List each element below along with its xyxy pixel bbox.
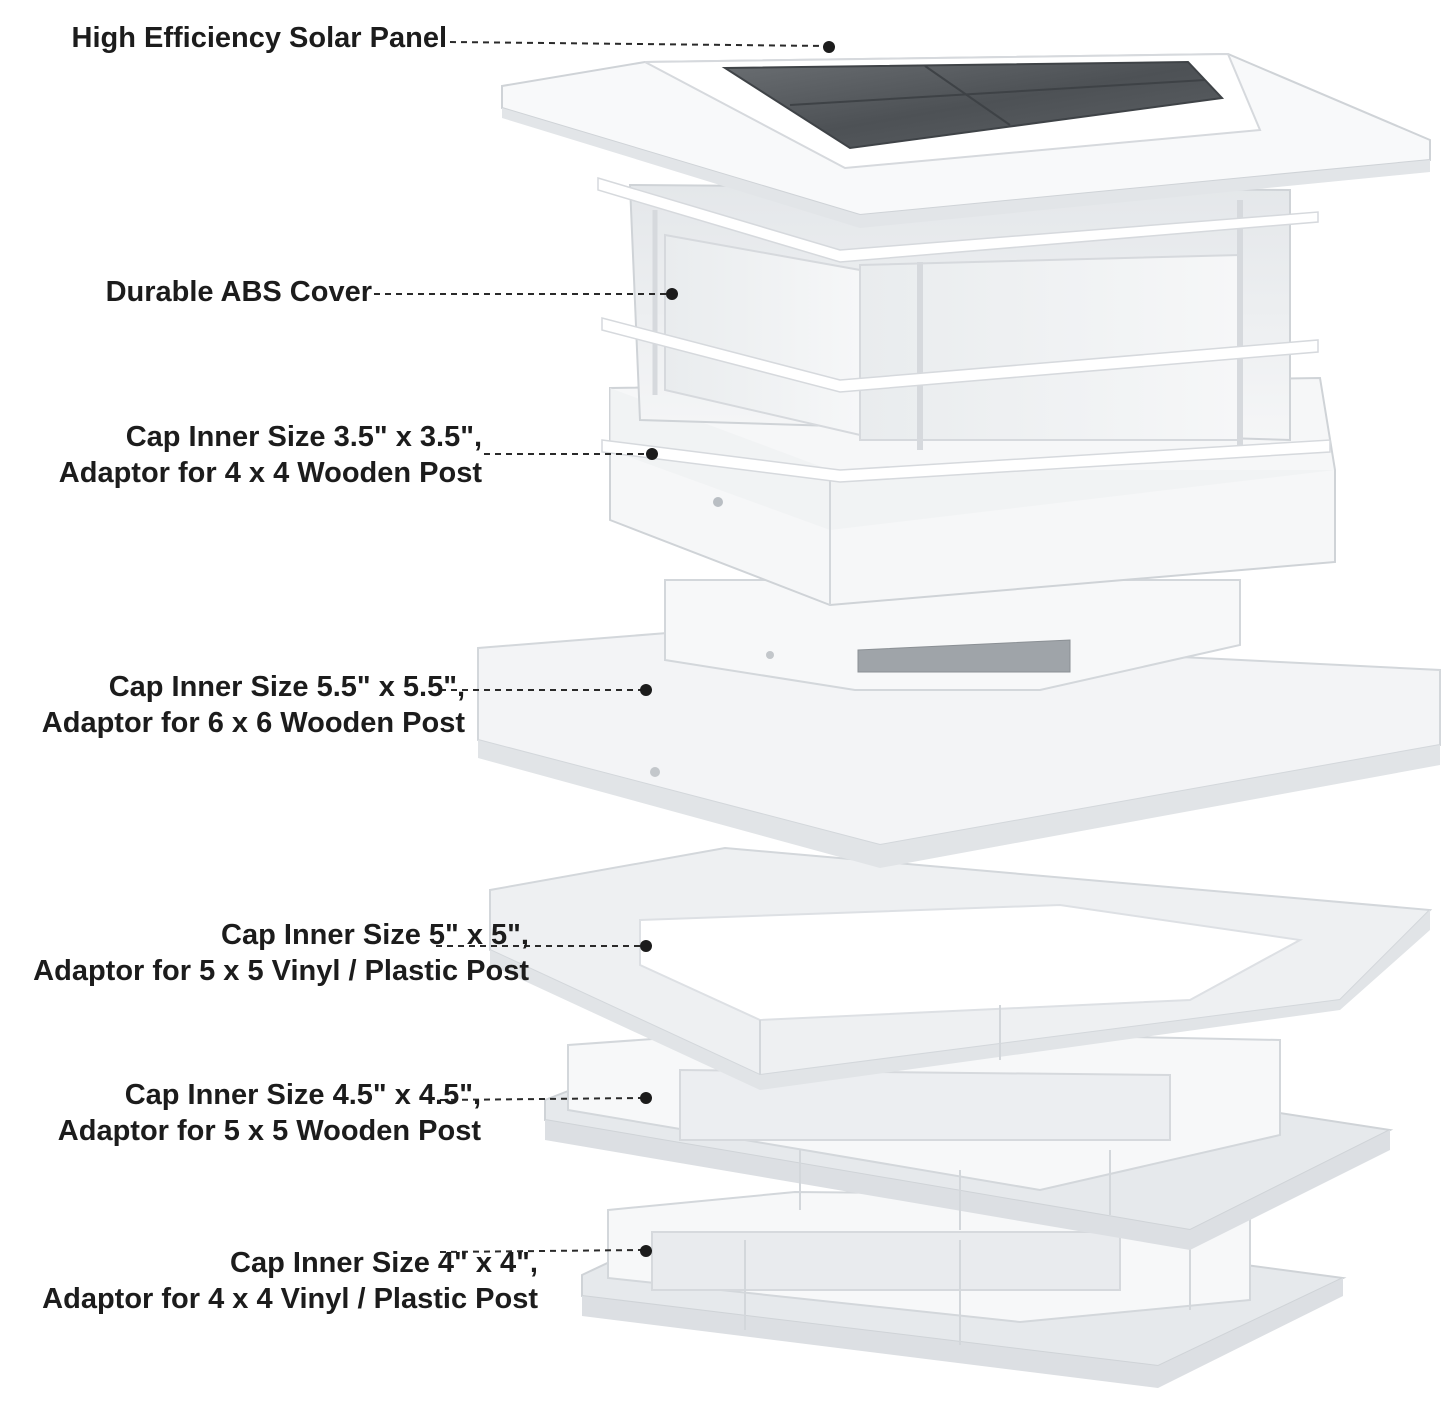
callout-line: Adaptor for 5 x 5 Vinyl / Plastic Post [33, 955, 529, 987]
solar-panel-cells [721, 60, 1225, 150]
callout-line: Adaptor for 6 x 6 Wooden Post [41, 707, 465, 739]
callout-cap-4: Cap Inner Size 4" x 4", Adaptor for 4 x … [42, 1245, 538, 1317]
leader-lines [374, 41, 827, 1253]
callout-cap-4-5: Cap Inner Size 4.5" x 4.5", Adaptor for … [58, 1077, 481, 1149]
adaptor-5x5 [489, 846, 1433, 1090]
callout-line: Cap Inner Size 4" x 4", [230, 1247, 538, 1279]
callout-line: Cap Inner Size 3.5" x 3.5", [125, 421, 482, 453]
lamp-body [501, 52, 1431, 607]
callout-line: Adaptor for 4 x 4 Vinyl / Plastic Post [42, 1283, 538, 1315]
callout-abs-cover: Durable ABS Cover [106, 274, 372, 310]
callout-line: Adaptor for 5 x 5 Wooden Post [57, 1115, 481, 1147]
callout-line: High Efficiency Solar Panel [71, 22, 448, 54]
callout-cap-5-5: Cap Inner Size 5.5" x 5.5", Adaptor for … [42, 669, 465, 741]
leader-dots [640, 41, 835, 1257]
callout-line: Cap Inner Size 4.5" x 4.5", [124, 1079, 481, 1111]
callout-line: Cap Inner Size 5.5" x 5.5", [108, 671, 465, 703]
adaptor-5-5x5-5 [477, 579, 1441, 868]
callout-line: Durable ABS Cover [105, 276, 372, 308]
callout-solar-panel: High Efficiency Solar Panel [72, 20, 448, 56]
callout-line: Adaptor for 4 x 4 Wooden Post [58, 457, 482, 489]
callout-cap-5: Cap Inner Size 5" x 5", Adaptor for 5 x … [33, 917, 529, 989]
callout-cap-3-5: Cap Inner Size 3.5" x 3.5", Adaptor for … [59, 419, 482, 491]
adaptor-4x4 [581, 1190, 1347, 1388]
callout-line: Cap Inner Size 5" x 5", [221, 919, 529, 951]
